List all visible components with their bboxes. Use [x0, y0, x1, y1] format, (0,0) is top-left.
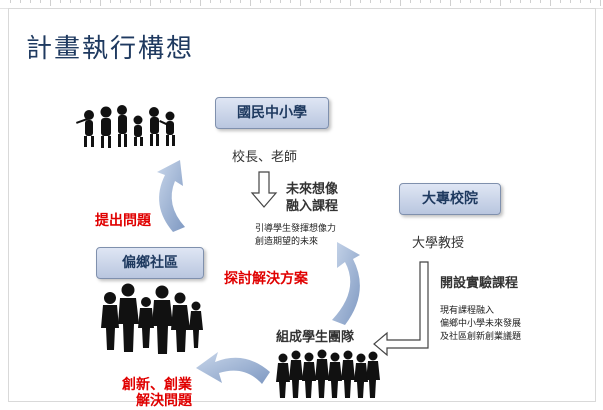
label-future-vision-1: 未來想像 — [286, 182, 339, 197]
curved-arrow-up-middle — [332, 242, 360, 325]
label-integrate-2: 偏鄉中小學未來發展 — [440, 319, 522, 329]
node-school: 國民中小學 — [215, 97, 329, 129]
node-university: 大專校院 — [399, 183, 501, 215]
label-professor: 大學教授 — [412, 236, 465, 251]
family-silhouette-icon — [101, 283, 203, 354]
node-community: 偏鄉社區 — [96, 247, 204, 279]
hollow-down-arrow — [250, 171, 278, 208]
label-guide-2: 創造期望的未來 — [255, 237, 319, 247]
label-integrate-3: 及社區創新創業議題 — [440, 332, 522, 342]
label-student-team: 組成學生團隊 — [276, 330, 355, 345]
student-team-silhouette-icon — [276, 349, 380, 398]
red-label-raise-problem: 提出問題 — [95, 213, 151, 229]
red-label-innovation-2: 解決問題 — [136, 393, 192, 409]
hollow-elbow-arrow — [373, 261, 429, 357]
label-experimental-course: 開設實驗課程 — [440, 276, 519, 291]
label-guide-1: 引導學生發揮想像力 — [255, 224, 337, 234]
label-integrate-1: 現有課程融入 — [440, 306, 495, 316]
children-silhouette-icon — [75, 105, 175, 148]
curved-arrow-up-left — [157, 160, 185, 232]
red-label-innovation-1: 創新、創業 — [122, 377, 192, 393]
label-principal-teacher: 校長、老師 — [232, 150, 298, 165]
label-future-vision-2: 融入課程 — [286, 199, 339, 214]
page-title: 計畫執行構想 — [26, 34, 195, 64]
curved-arrow-left-bottom — [196, 352, 270, 384]
red-label-discuss-solution: 探討解決方案 — [224, 271, 308, 287]
